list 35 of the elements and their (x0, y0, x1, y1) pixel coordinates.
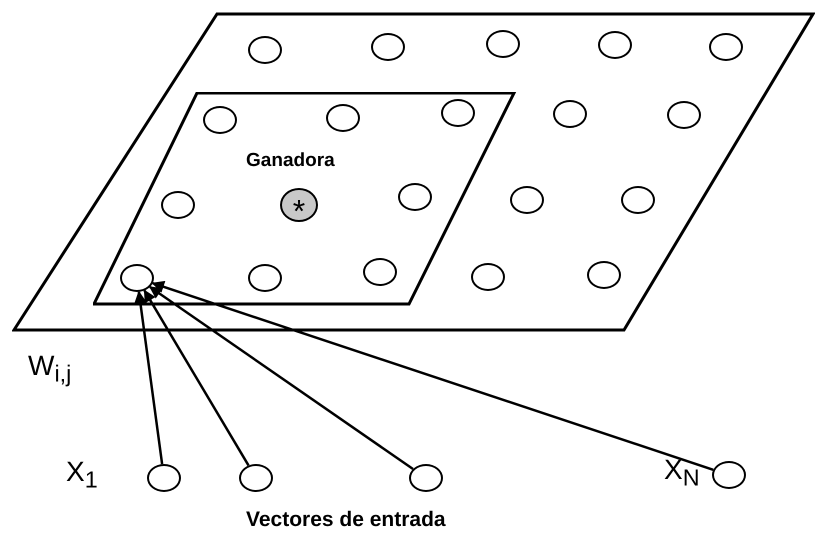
map-neuron (120, 264, 154, 292)
neighborhood-region (93, 92, 517, 306)
winner-label: Ganadora (246, 150, 335, 172)
map-neuron (486, 30, 520, 58)
arrow (148, 286, 414, 470)
map-neuron (248, 36, 282, 64)
axis-caption: Vectores de entrada (246, 508, 446, 532)
map-neuron (587, 261, 621, 289)
map-neuron (203, 106, 237, 134)
input-label: X$_{1}$ (66, 456, 98, 494)
weight-label: W$_{i,j}$ (28, 350, 72, 388)
map-neuron (441, 99, 475, 127)
input-neuron (409, 464, 443, 492)
winner-neuron: * (280, 188, 318, 222)
input-neuron (239, 464, 273, 492)
map-neuron (553, 100, 587, 128)
arrow (143, 290, 250, 466)
input-label: X$_{N}$ (664, 454, 700, 492)
map-neuron (471, 263, 505, 291)
map-neuron (161, 191, 195, 219)
map-neuron (621, 186, 655, 214)
arrow (134, 290, 164, 464)
map-neuron (667, 101, 701, 129)
map-grid-panel (12, 12, 815, 332)
map-neuron (510, 186, 544, 214)
map-neuron (598, 31, 632, 59)
map-neuron (248, 264, 282, 292)
arrow (152, 280, 714, 471)
input-neuron (712, 461, 746, 489)
map-neuron (371, 33, 405, 61)
map-neuron (363, 258, 397, 286)
map-neuron (709, 33, 743, 61)
input-neuron (147, 464, 181, 492)
map-neuron (398, 183, 432, 211)
map-neuron (326, 104, 360, 132)
